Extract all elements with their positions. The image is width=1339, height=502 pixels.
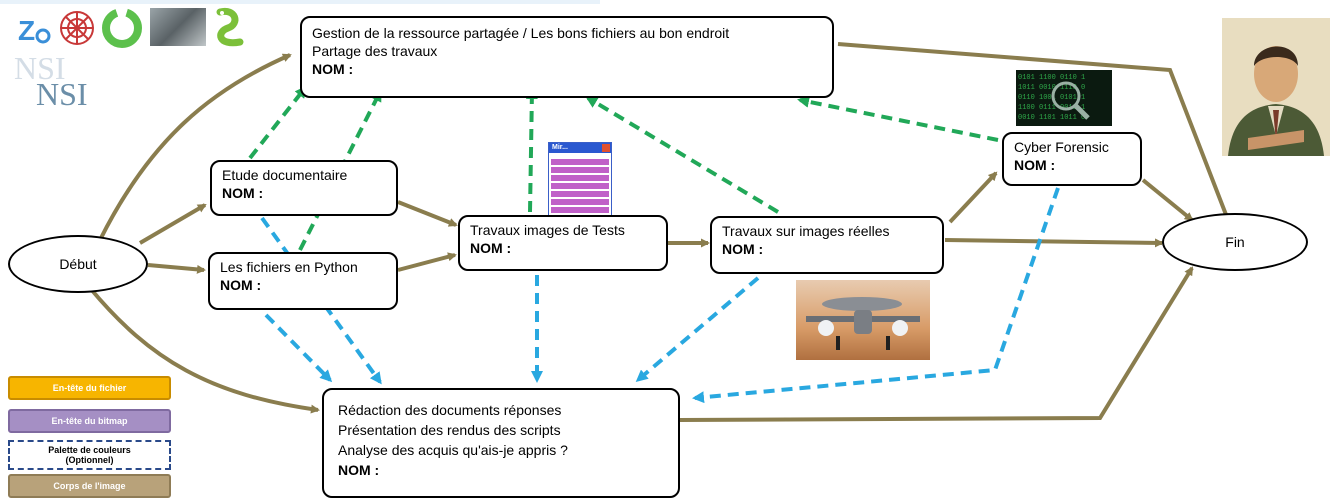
arrow-reelles-redaction [635, 276, 760, 382]
gestion-line2: Partage des travaux [312, 43, 438, 59]
legend-image-body: Corps de l'image [8, 474, 171, 498]
node-debut: Début [8, 235, 148, 293]
arrow-etude-tests [397, 200, 458, 227]
arrow-reelles-gestion [585, 96, 780, 214]
legend-file-header-label: En-tête du fichier [52, 383, 127, 393]
spider-web-icon [58, 8, 96, 48]
reelles-nom: NOM : [722, 241, 764, 257]
node-reelles: Travaux sur images réelles NOM : [710, 216, 944, 274]
svg-text:0010 1101 1011 0: 0010 1101 1011 0 [1018, 114, 1085, 122]
arrow-tests-gestion [525, 87, 538, 213]
etude-line1: Etude documentaire [222, 167, 348, 183]
mini-window-close-icon [602, 144, 610, 152]
arrow-gestion-fin [837, 42, 1232, 227]
legend-palette-label: Palette de couleurs (Optionnel) [48, 445, 131, 465]
redaction-line1: Rédaction des documents réponses [338, 402, 562, 418]
svg-text:Z: Z [18, 15, 35, 46]
zeste-logo-icon: Z [16, 12, 52, 46]
gestion-nom: NOM : [312, 61, 354, 77]
arrow-etude-gestion [248, 85, 307, 160]
tests-nom: NOM : [470, 240, 512, 256]
python-snake-icon [210, 6, 250, 50]
reelles-line1: Travaux sur images réelles [722, 223, 890, 239]
node-fin-label: Fin [1225, 234, 1245, 250]
svg-text:0101 1100 0110 1: 0101 1100 0110 1 [1018, 74, 1085, 82]
node-etude: Etude documentaire NOM : [210, 160, 398, 216]
arrow-etude-redaction [260, 216, 382, 385]
redaction-line3: Analyse des acquis qu'ais-je appris ? [338, 442, 568, 458]
arrow-cyber-fin [1141, 178, 1194, 222]
node-python: Les fichiers en Python NOM : [208, 252, 398, 310]
arrow-reelles-fin [944, 238, 1164, 248]
redaction-line2: Présentation des rendus des scripts [338, 422, 561, 438]
arrow-debut-python [147, 263, 206, 274]
etude-nom: NOM : [222, 185, 264, 201]
cyber-nom: NOM : [1014, 157, 1056, 173]
node-cyber: Cyber Forensic NOM : [1002, 132, 1142, 186]
node-debut-label: Début [59, 256, 97, 272]
legend-bitmap-header-label: En-tête du bitmap [51, 416, 128, 426]
aircraft-image [796, 280, 930, 360]
photo-thumbnail-icon [150, 8, 206, 46]
node-tests: Travaux images de Tests NOM : [458, 215, 668, 271]
arrow-debut-gestion [98, 53, 292, 241]
mini-window-titlebar: Mir... [549, 143, 611, 153]
arrow-python-gestion [298, 89, 382, 251]
gestion-line1: Gestion de la ressource partagée / Les b… [312, 25, 730, 41]
mini-window-image: Mir... [548, 142, 612, 216]
arrow-cyber-redaction [692, 187, 1060, 404]
arrow-redaction-fin [679, 266, 1194, 422]
cyber-line1: Cyber Forensic [1014, 139, 1109, 155]
cyber-forensic-image: 0101 1100 0110 1 1011 0010 1110 0 0110 10… [1016, 70, 1112, 126]
svg-text:0110 1001 0101 1: 0110 1001 0101 1 [1018, 94, 1085, 102]
tests-line1: Travaux images de Tests [470, 222, 625, 238]
top-strip [0, 0, 600, 4]
arrow-reelles-cyber [948, 171, 998, 224]
node-fin: Fin [1162, 213, 1308, 271]
arrow-debut-redaction [88, 286, 320, 414]
arrow-python-tests [397, 252, 457, 272]
python-nom: NOM : [220, 277, 262, 293]
nsi-logo-top: NSI [14, 50, 66, 86]
svg-text:1100 0111 0010 1: 1100 0111 0010 1 [1018, 104, 1085, 112]
svg-text:1011 0010 1110 0: 1011 0010 1110 0 [1018, 84, 1085, 92]
legend-file-header: En-tête du fichier [8, 376, 171, 400]
mini-window-title: Mir... [552, 144, 568, 151]
legend-image-body-label: Corps de l'image [53, 481, 126, 491]
node-gestion: Gestion de la ressource partagée / Les b… [300, 16, 834, 98]
node-redaction: Rédaction des documents réponses Présent… [322, 388, 680, 498]
redaction-nom: NOM : [338, 462, 380, 478]
arrow-debut-etude [138, 203, 207, 245]
portrait-image [1222, 18, 1330, 156]
green-ring-icon [100, 6, 144, 50]
nsi-logo-bottom: NSI [36, 76, 88, 112]
python-line1: Les fichiers en Python [220, 259, 358, 275]
arrow-python-redaction [264, 313, 333, 383]
mini-window-grid [551, 157, 609, 213]
arrow-cyber-gestion [797, 95, 999, 142]
legend-palette: Palette de couleurs (Optionnel) [8, 440, 171, 470]
legend-bitmap-header: En-tête du bitmap [8, 409, 171, 433]
